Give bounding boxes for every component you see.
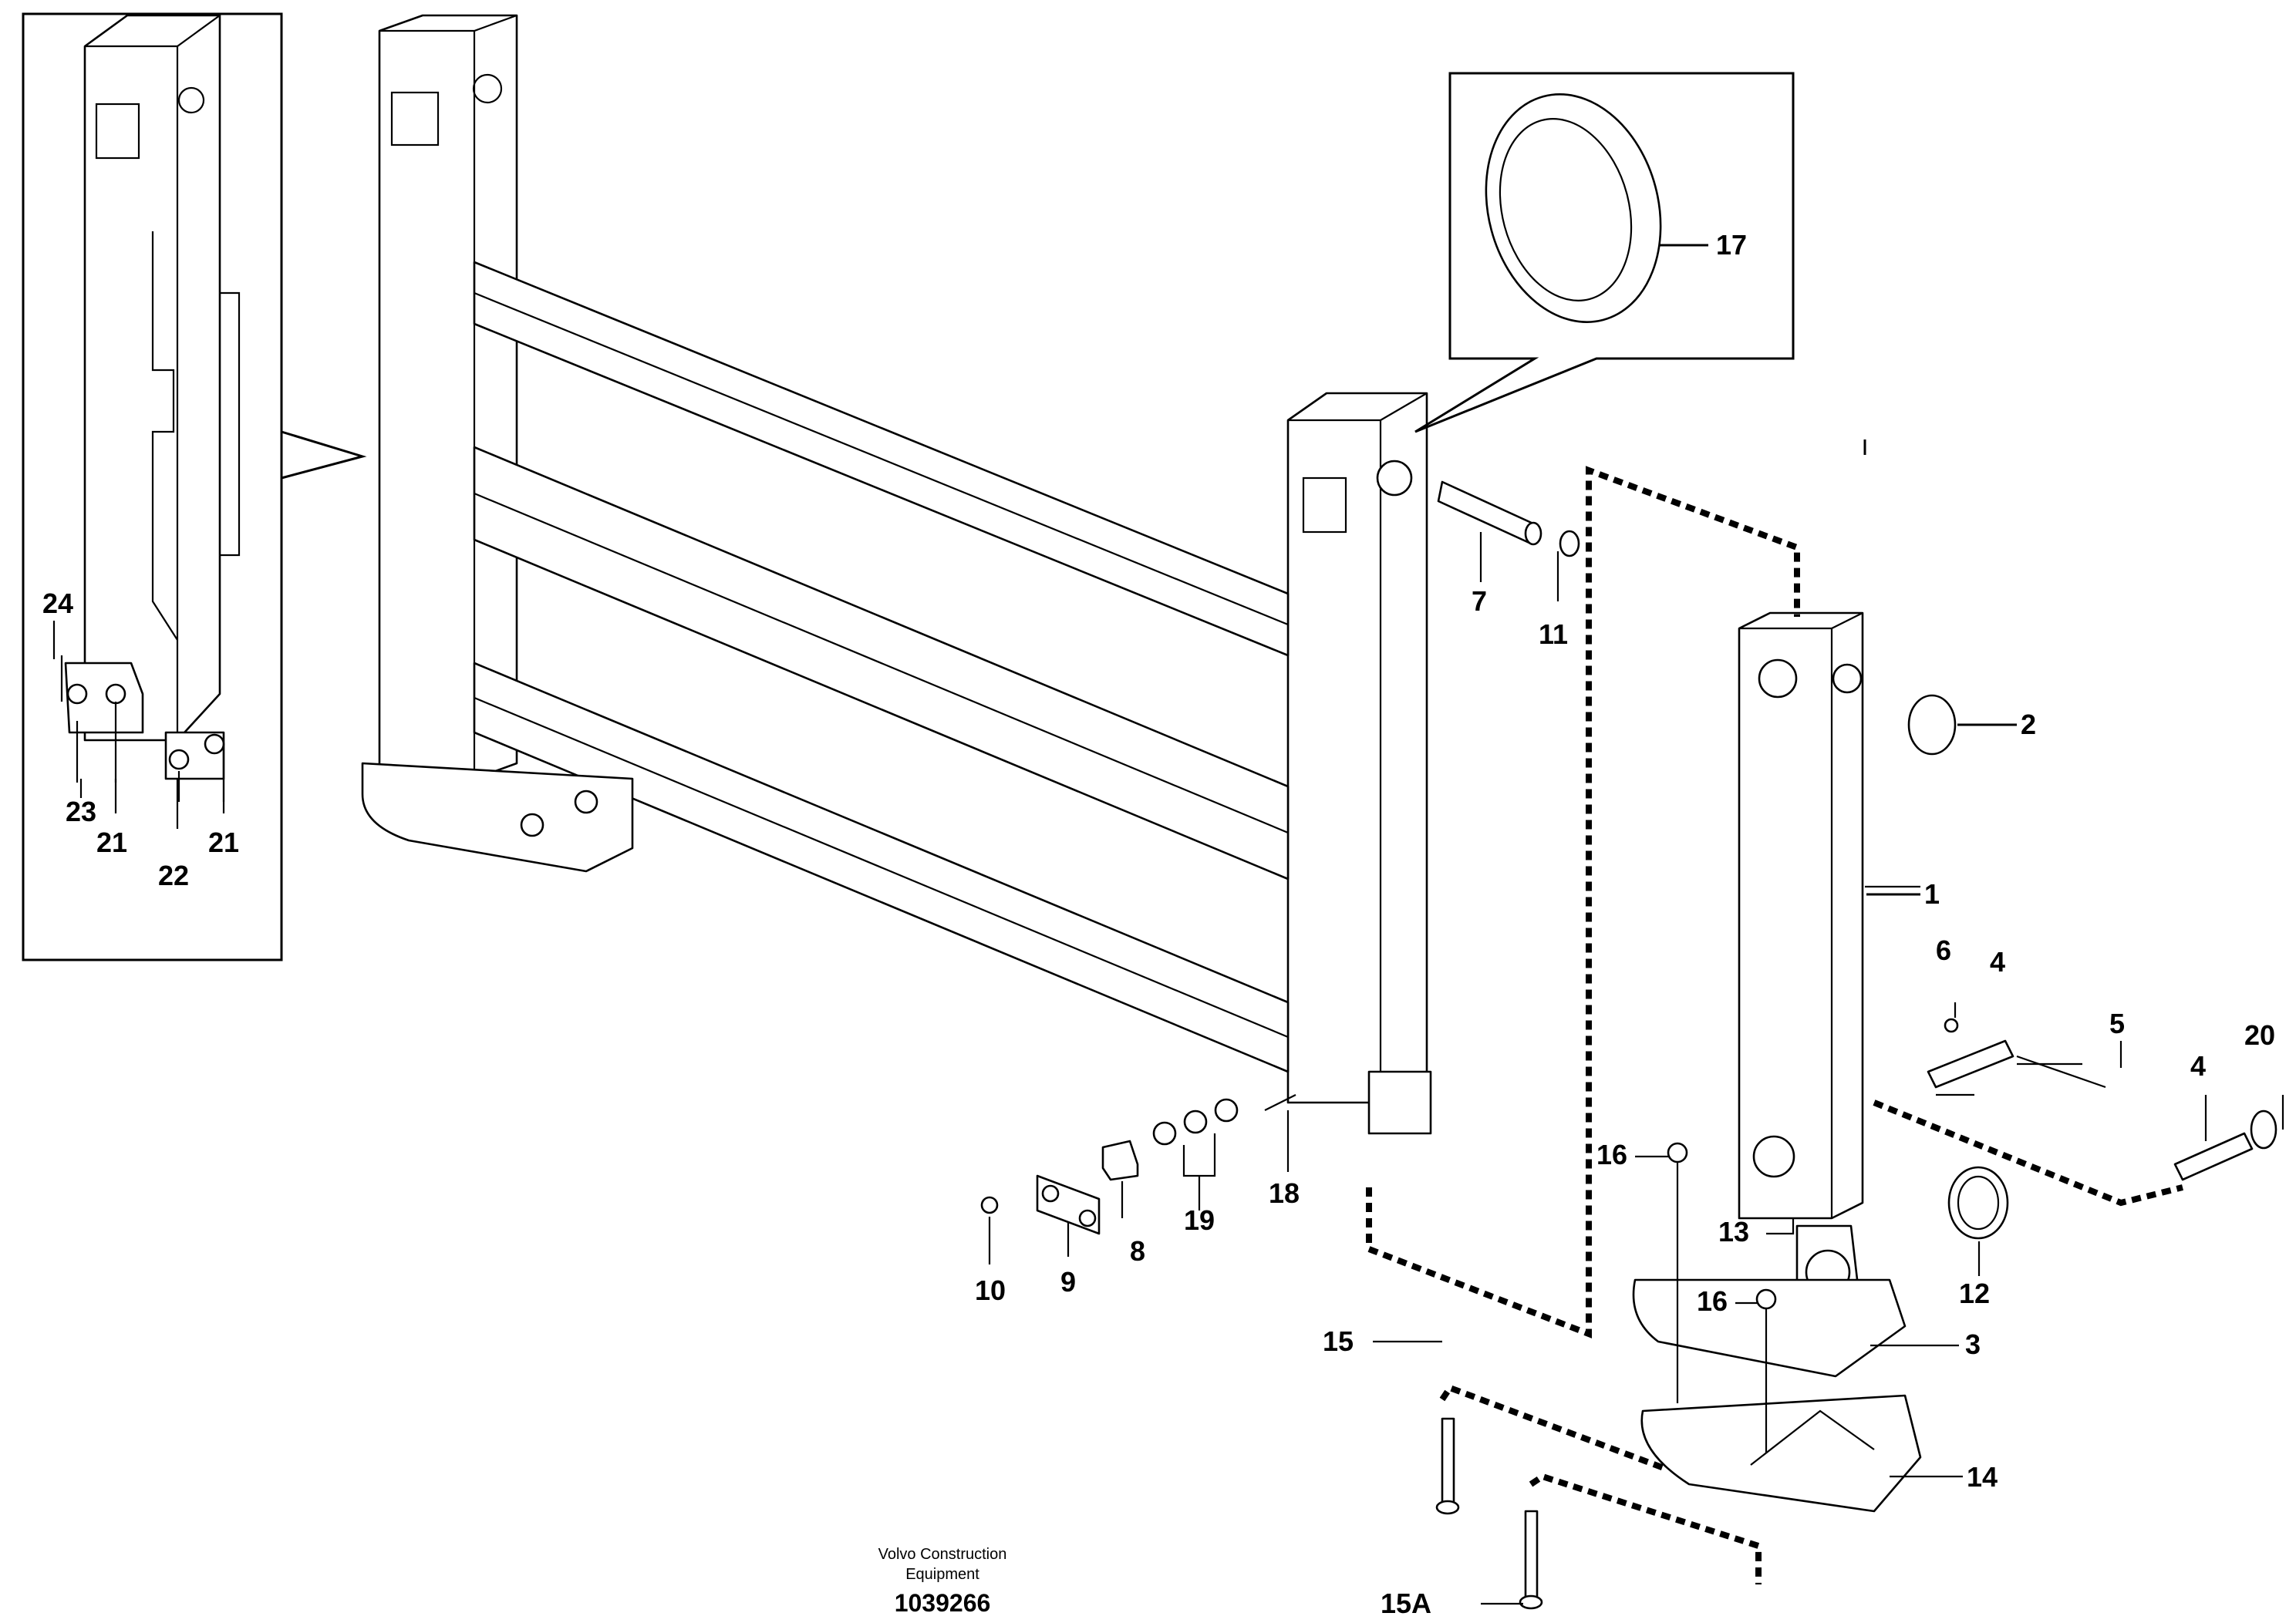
callout-14: 14 — [1967, 1461, 1998, 1493]
callout-22: 22 — [158, 860, 189, 891]
callout-3: 3 — [1965, 1328, 1981, 1360]
callout-24: 24 — [42, 588, 73, 619]
callout-21b: 21 — [208, 827, 239, 858]
callout-23: 23 — [66, 796, 96, 827]
callout-4a: 4 — [1990, 946, 2005, 978]
callout-15a: 15A — [1381, 1588, 1431, 1619]
callout-8: 8 — [1130, 1235, 1145, 1267]
leg-assembly — [1366, 439, 2277, 1610]
callout-9: 9 — [1060, 1266, 1076, 1298]
callout-labels: 1 2 3 4 4 5 6 7 8 9 10 11 12 13 14 15 15… — [42, 229, 2275, 1619]
inset-detail-panel — [22, 12, 367, 961]
maker-line-2: Equipment — [905, 1566, 979, 1583]
callout-13: 13 — [1718, 1216, 1749, 1248]
seal-detail-panel — [1414, 72, 1795, 433]
document-number: 1039266 — [895, 1589, 991, 1617]
callout-2: 2 — [2021, 709, 2036, 740]
callout-16a: 16 — [1596, 1139, 1627, 1170]
pin-assembly — [1437, 480, 1580, 601]
footer: Volvo Construction Equipment 1039266 — [878, 1546, 1007, 1617]
callout-17: 17 — [1716, 229, 1747, 261]
callout-18: 18 — [1269, 1177, 1300, 1209]
callout-16b: 16 — [1697, 1285, 1728, 1317]
callout-11: 11 — [1539, 618, 1568, 650]
callout-12: 12 — [1959, 1278, 1990, 1309]
main-frame — [361, 14, 1432, 1135]
callout-5: 5 — [2109, 1008, 2125, 1039]
callout-19: 19 — [1184, 1204, 1215, 1236]
callout-15: 15 — [1323, 1325, 1354, 1357]
callout-10: 10 — [975, 1274, 1006, 1306]
callout-1: 1 — [1924, 878, 1940, 910]
callout-6: 6 — [1936, 934, 1951, 966]
maker-line-1: Volvo Construction — [878, 1546, 1007, 1563]
callout-7: 7 — [1472, 585, 1487, 617]
callout-4b: 4 — [2190, 1050, 2206, 1082]
leader-lines — [52, 621, 2284, 1605]
callout-20: 20 — [2244, 1019, 2275, 1051]
callout-21a: 21 — [96, 827, 127, 858]
small-parts — [980, 1094, 1296, 1264]
